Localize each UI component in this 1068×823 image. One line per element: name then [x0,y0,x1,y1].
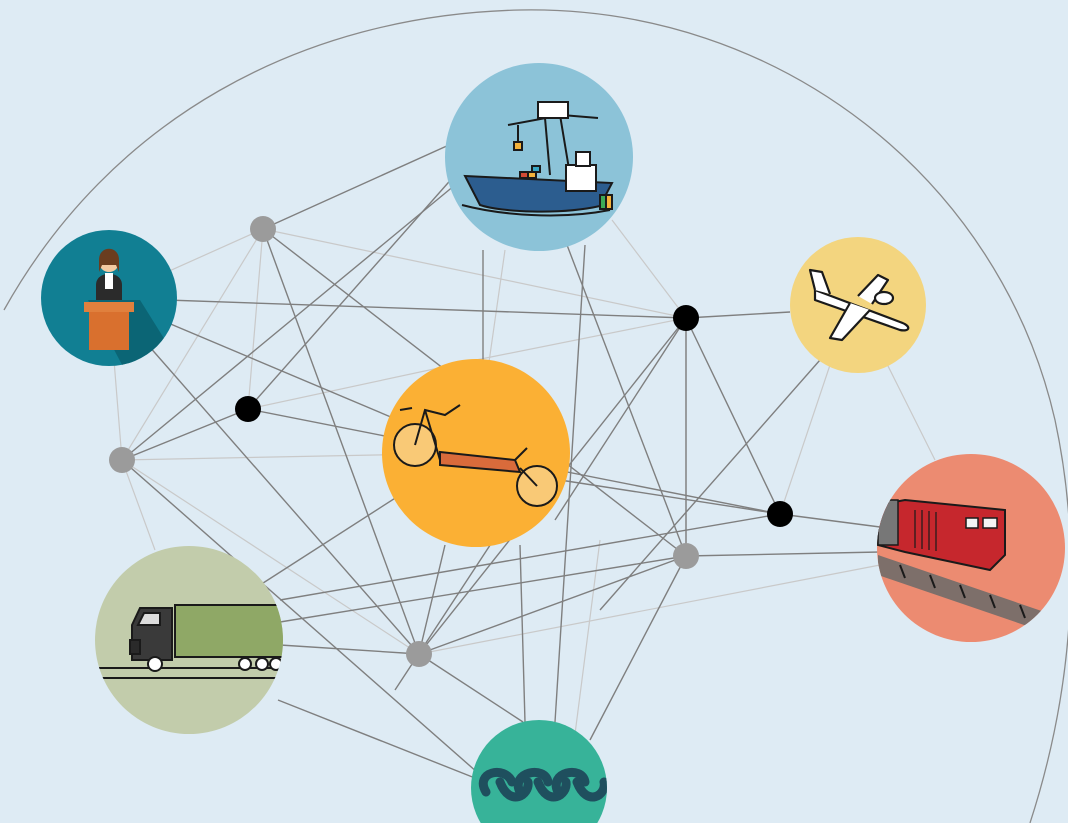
gray-node [406,641,432,667]
gray-node [673,543,699,569]
container-ship-icon [461,101,614,217]
ship-hub [445,63,633,251]
gray-node [250,216,276,242]
truck-hub [95,546,283,734]
black-node [767,501,793,527]
airplane-icon [808,268,910,342]
truck-icon [95,604,283,679]
cargo-bike-hub [382,359,570,547]
primary-connections [108,139,881,781]
black-node [673,305,699,331]
locomotive-icon [877,498,1065,640]
black-node [235,396,261,422]
plane-hub [790,237,926,373]
cargo-bike-icon [393,404,558,507]
node-points [109,216,793,667]
chain-hub [471,720,607,823]
gray-node [109,447,135,473]
chain-link-icon [479,768,607,802]
train-hub [877,454,1065,642]
outer-arc [3,9,1068,823]
